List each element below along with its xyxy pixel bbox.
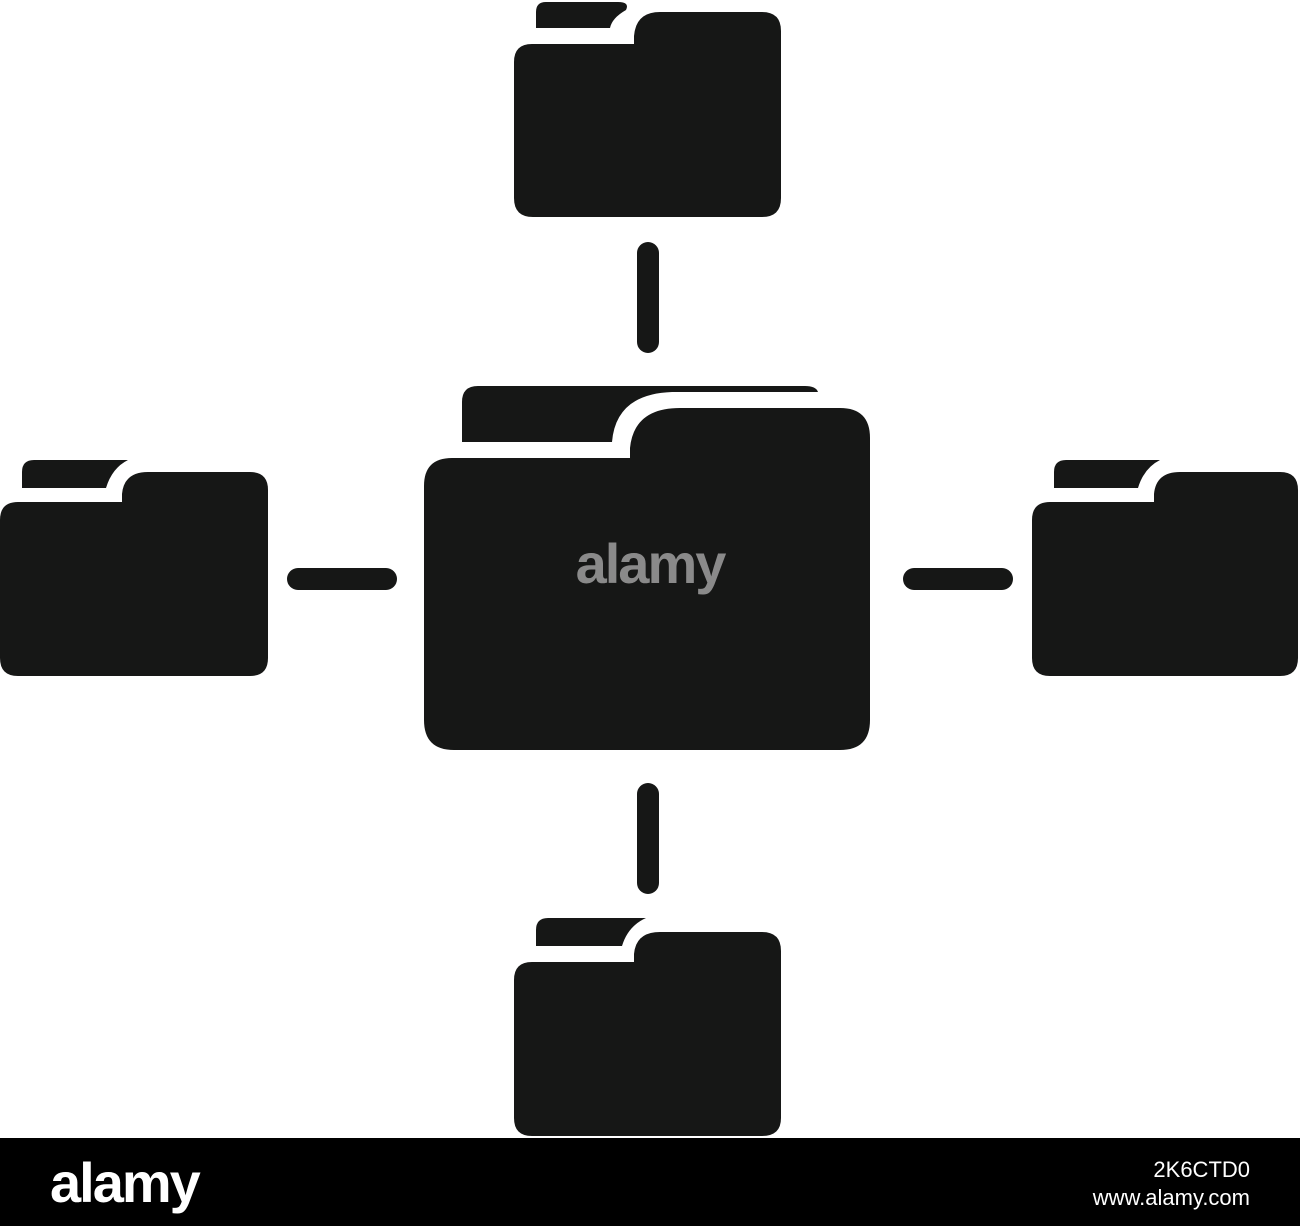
center-watermark: alamy [576, 532, 727, 595]
site-url: www.alamy.com [1092, 1185, 1250, 1210]
image-id: 2K6CTD0 [1153, 1157, 1250, 1182]
top-folder-icon [514, 2, 781, 217]
folder-network-diagram: alamy [0, 2, 1298, 1136]
center-folder-icon [424, 386, 870, 750]
footer-meta: 2K6CTD0 www.alamy.com [1093, 1156, 1250, 1212]
footer-logo: alamy [50, 1151, 201, 1214]
footer-bar: alamy 2K6CTD0 www.alamy.com [0, 1138, 1300, 1226]
right-folder-icon [1032, 460, 1298, 676]
left-folder-icon [0, 460, 268, 676]
bottom-folder-icon [514, 918, 781, 1136]
